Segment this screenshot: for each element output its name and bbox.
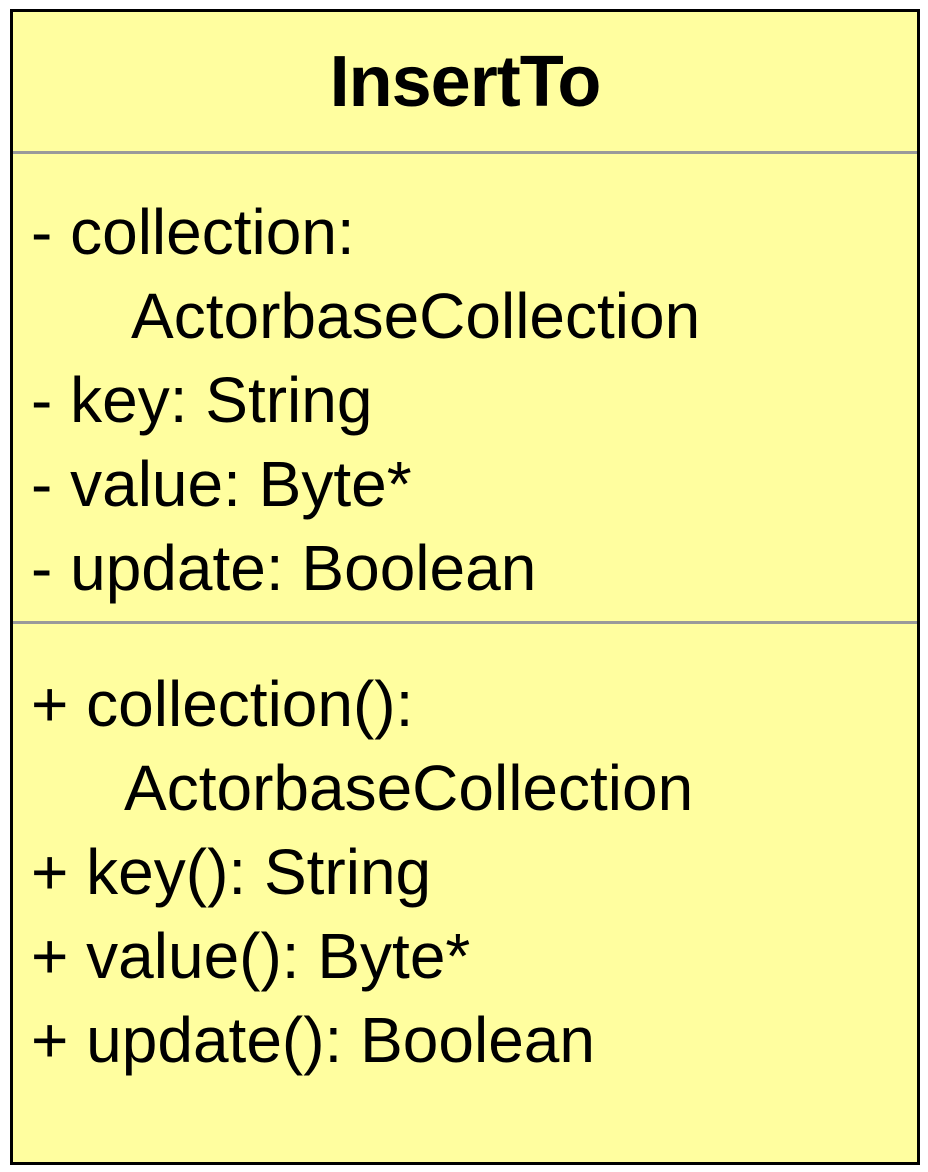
operations-compartment: + collection(): ActorbaseCollection + ke… [31,662,911,1082]
operation-key: + key(): String [31,836,432,908]
class-name: InsertTo [329,41,602,122]
operation-value: + value(): Byte* [31,920,471,992]
operation-collection-signature: + collection(): [31,668,414,740]
operation-update: + update(): Boolean [31,1004,595,1076]
attribute-collection-name: - collection: [31,196,355,268]
attribute-update: - update: Boolean [31,532,537,604]
operation-collection: + collection(): ActorbaseCollection [31,662,911,830]
attribute-collection: - collection: ActorbaseCollection [31,190,911,358]
operation-collection-return-type: ActorbaseCollection [124,752,694,824]
attribute-value: - value: Byte* [31,448,412,520]
attribute-collection-type: ActorbaseCollection [131,280,701,352]
attribute-key: - key: String [31,364,373,436]
attributes-operations-divider [13,621,917,624]
name-attributes-divider [13,151,917,154]
attributes-compartment: - collection: ActorbaseCollection - key:… [31,190,911,610]
uml-class-box: InsertTo - collection: ActorbaseCollecti… [10,9,920,1165]
